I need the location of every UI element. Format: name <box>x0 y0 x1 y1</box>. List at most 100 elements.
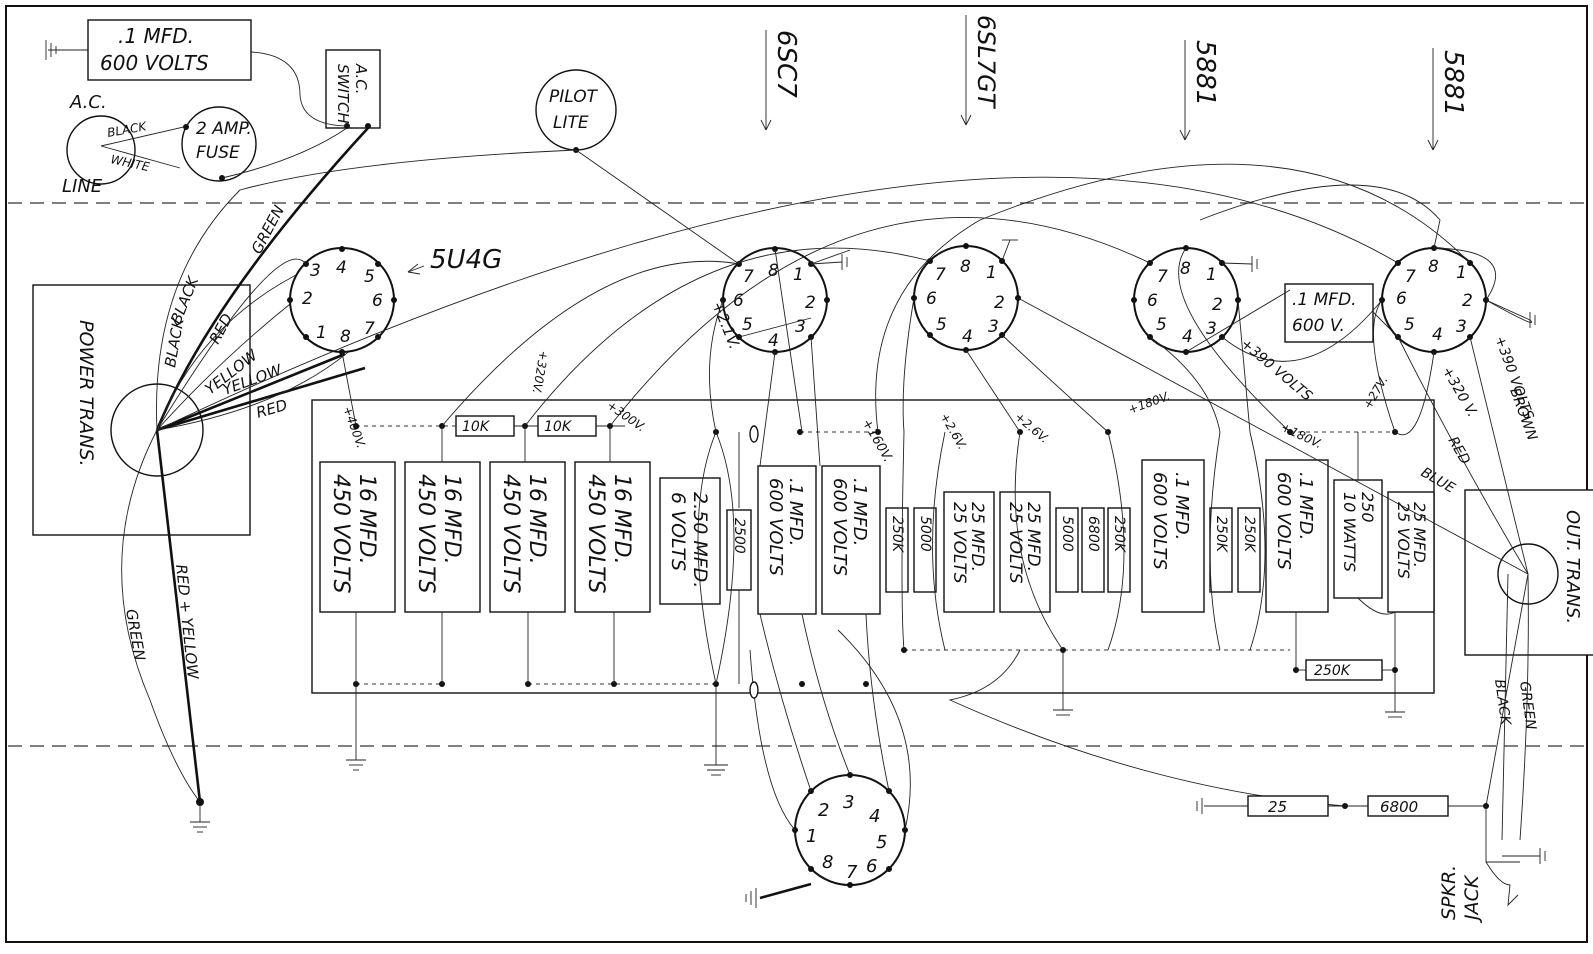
cap-9-line1: 25 MFD. <box>1023 502 1043 572</box>
cap-600v-line2: 600 V. <box>1292 316 1345 336</box>
pin-label: 2 <box>1212 295 1223 315</box>
r-5000-b-label: 5000 <box>1059 516 1075 552</box>
pin-label: 1 <box>986 263 997 283</box>
cap-9-line2: 25 VOLTS <box>1005 502 1025 584</box>
line-label: LINE <box>62 176 103 197</box>
component-leads <box>355 426 1396 685</box>
socket-5881-b: 7 8 1 6 2 5 4 3 5881 <box>1379 48 1489 355</box>
cap-8-line1: 25 MFD. <box>967 502 987 572</box>
resistor-250k-b: 250K <box>1107 507 1131 593</box>
resistor-2500: 2500 <box>726 509 752 591</box>
pin-label: 4 <box>962 327 973 347</box>
cap-board-10: .1 MFD. 600 VOLTS <box>1141 459 1205 613</box>
pin-label: 6 <box>372 291 383 311</box>
pilot-line2: LITE <box>553 113 589 133</box>
resistor-250k-d: 250K <box>1237 507 1261 593</box>
tube-label-5881-b: 5881 <box>1438 50 1468 116</box>
black-wire-label: BLACK <box>106 119 148 140</box>
resistor-5000-a: 5000 <box>913 507 937 593</box>
v-390a-label: +390 VOLTS <box>1237 336 1315 405</box>
cap-2-line2: 450 VOLTS <box>413 474 438 594</box>
pin-label: 4 <box>336 258 347 278</box>
cap-8-line2: 25 VOLTS <box>949 502 969 584</box>
r-10k-2-label: 10K <box>544 419 573 435</box>
cap-board-5: 2.50 MFD. 6 VOLTS <box>659 477 721 605</box>
socket-5u4g: 4 3 5 2 6 1 8 7 5U4G <box>287 245 502 355</box>
pin-label: 3 <box>795 317 806 337</box>
pin-label: 4 <box>1432 325 1443 345</box>
black-out-label: BLACK <box>1491 678 1513 728</box>
cap-board-9: 25 MFD. 25 VOLTS <box>999 491 1051 613</box>
pin-label: 1 <box>316 323 327 343</box>
pin-label: 3 <box>988 317 999 337</box>
resistor-10k-1: 10K <box>455 415 515 437</box>
spkr-line2: JACK <box>1461 874 1483 924</box>
pin-label: 7 <box>935 265 946 285</box>
pin-label: 4 <box>1182 327 1193 347</box>
cap-6-line2: 600 VOLTS <box>765 478 786 576</box>
bottom-resistor-chain: 25 6800 <box>1196 795 1546 907</box>
socket-6sc7: 7 8 1 6 2 5 4 3 6SC7 <box>720 30 830 355</box>
pin-label: 5 <box>936 315 947 335</box>
resistor-5000-b: 5000 <box>1055 507 1079 593</box>
cap-board-3: 16 MFD. 450 VOLTS <box>489 461 566 613</box>
cap-11-line2: 600 VOLTS <box>1273 472 1294 570</box>
pin-label: 2 <box>1462 291 1473 311</box>
cap-1-line2: 450 VOLTS <box>328 474 353 594</box>
cap-11-line1: .1 MFD. <box>1295 472 1316 540</box>
ac-switch: A.C. SWITCH <box>325 49 381 129</box>
cap-3-line2: 450 VOLTS <box>498 474 523 594</box>
pin-label: 2 <box>818 800 829 821</box>
r-2500-label: 2500 <box>731 518 747 554</box>
pin-label: 6 <box>866 856 877 877</box>
pin-label: 1 <box>1206 265 1217 285</box>
cap-600v-line1: .1 MFD. <box>1292 290 1357 310</box>
r-6800-b-label: 6800 <box>1380 798 1418 816</box>
r-5000-a-label: 5000 <box>917 516 933 552</box>
r-250-line1: 250 <box>1358 492 1377 523</box>
ac-label: A.C. <box>69 92 107 113</box>
r-250k-c-label: 250K <box>1213 516 1229 554</box>
pin-label: 5 <box>876 832 887 853</box>
power-trans-label: POWER TRANS. <box>75 320 97 467</box>
pin-label: 5 <box>742 315 753 335</box>
cap-board-6: .1 MFD. 600 VOLTS <box>757 465 817 615</box>
resistor-250-10w: 250 10 WATTS <box>1333 479 1383 599</box>
pin-label: 1 <box>1456 263 1467 283</box>
cap-board-11: .1 MFD. 600 VOLTS <box>1265 459 1329 613</box>
cap-12-line1: 25 MFD. <box>1410 502 1429 568</box>
cap-4-line2: 450 VOLTS <box>583 474 608 594</box>
fuse-line1: 2 AMP. <box>196 119 252 139</box>
cap-7-line1: .1 MFD. <box>849 478 870 546</box>
cap-10-line1: .1 MFD. <box>1171 472 1192 540</box>
tube-wires <box>156 149 1536 841</box>
cap-board-1: 16 MFD. 450 VOLTS <box>319 461 396 613</box>
cap-top: .1 MFD. 600 VOLTS <box>45 19 252 81</box>
resistor-250k-e: 250K <box>1305 659 1383 681</box>
cap-board-8: 25 MFD. 25 VOLTS <box>943 491 995 613</box>
wire-cap-switch <box>250 51 348 127</box>
pin-label: 8 <box>1180 259 1191 279</box>
pin-label: 7 <box>846 862 858 883</box>
power-wires <box>121 127 577 833</box>
pin-label: 8 <box>340 327 351 347</box>
cap-board-4: 16 MFD. 450 VOLTS <box>574 461 651 613</box>
v-320-label: +320V. <box>529 349 550 394</box>
output-transformer: OUT. TRANS. <box>1464 489 1593 656</box>
pin-label: 3 <box>1456 317 1467 337</box>
cap-5-line2: 6 VOLTS <box>667 492 689 571</box>
pin-label: 2 <box>994 293 1005 313</box>
cap-board-12: 25 MFD. 25 VOLTS <box>1387 491 1435 613</box>
green-out-label: GREEN <box>1516 680 1539 731</box>
pin-label: 3 <box>310 261 321 281</box>
spkr-line1: SPKR. <box>1438 865 1460 920</box>
fuse-line2: FUSE <box>196 143 240 163</box>
switch-line1: A.C. <box>352 63 370 95</box>
r-250k-d-label: 250K <box>1241 516 1257 554</box>
frame <box>5 5 1588 943</box>
pin-label: 3 <box>843 792 854 813</box>
switch-line2: SWITCH <box>334 64 352 124</box>
cap-3-line1: 16 MFD. <box>524 474 549 565</box>
r-250k-a-label: 250K <box>889 516 905 554</box>
